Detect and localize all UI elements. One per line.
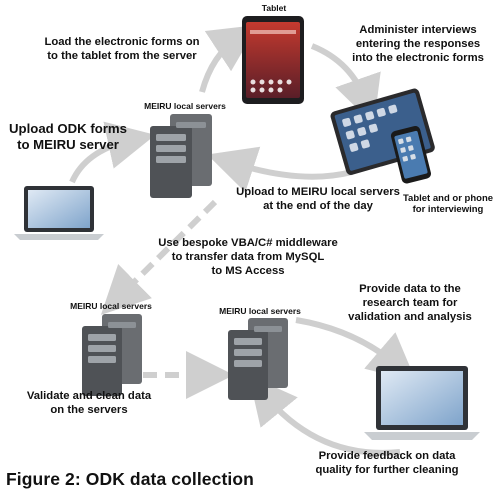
laptop-icon-right — [364, 366, 480, 440]
server-icon-top — [150, 114, 212, 198]
step-load-forms: Load the electronic forms on to the tabl… — [44, 36, 200, 62]
arrow-laptop-to-server — [69, 121, 156, 184]
step-validate: Validate and clean data on the servers — [26, 390, 152, 416]
tablet-caption: Tablet — [261, 3, 287, 13]
server-caption-top: MEIRU local servers — [144, 101, 226, 111]
tablet-icon — [242, 16, 304, 104]
step-administer: Administer interviews entering the respo… — [352, 24, 484, 64]
step-provide-data: Provide data to the research team for va… — [348, 283, 472, 323]
step-upload-local: Upload to MEIRU local servers at the end… — [236, 186, 400, 212]
step-feedback: Provide feedback on data quality for fur… — [315, 450, 459, 476]
step-middleware: Use bespoke VBA/C# middleware to transfe… — [158, 237, 338, 277]
arrow-tablet-to-devices — [310, 43, 381, 125]
tablet-and-phone-icon — [330, 88, 435, 184]
tablet-phone-caption: Tablet and or phone for interviewing — [402, 193, 494, 215]
figure-caption: Figure 2: ODK data collection — [6, 469, 254, 489]
arrow-server-to-tablet — [199, 24, 259, 93]
arrow-devices-to-server — [207, 146, 353, 193]
server-caption-right: MEIRU local servers — [219, 306, 301, 316]
server-icon-left — [82, 314, 142, 396]
server-caption-left: MEIRU local servers — [70, 301, 152, 311]
arrow-server-dashed-down — [100, 199, 218, 315]
step-upload-odk: Upload ODK forms to MEIRU server — [9, 121, 127, 153]
laptop-icon-left — [14, 186, 104, 240]
server-icon-right — [228, 318, 288, 400]
arrow-laptop-feedback — [248, 375, 401, 456]
arrow-server-to-laptop — [295, 317, 417, 382]
